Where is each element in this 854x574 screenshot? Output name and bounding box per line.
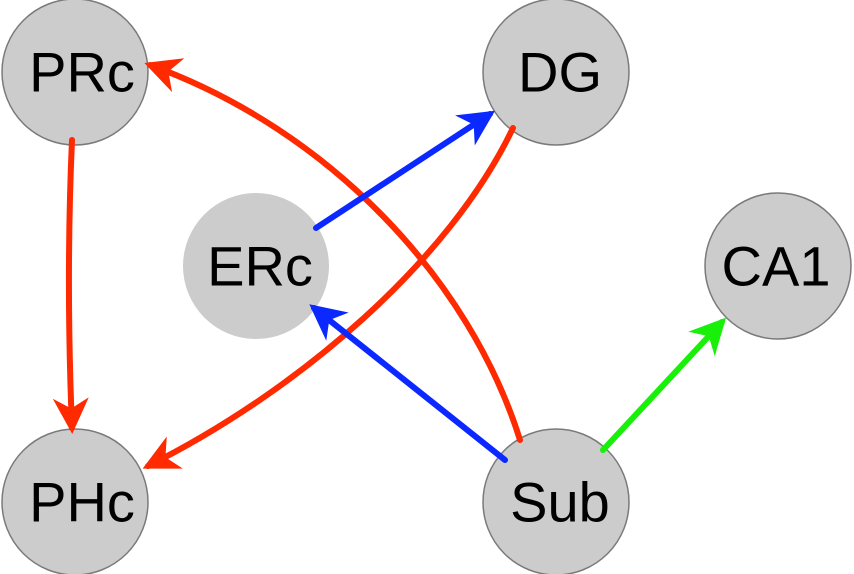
node-prc: PRc — [1, 0, 149, 146]
node-sub-circle — [482, 428, 630, 574]
edge-sub-to-ca1 — [600, 317, 727, 453]
node-erc-circle — [183, 193, 329, 339]
edge-sub-to-prc — [144, 58, 523, 443]
node-dg: DG — [482, 0, 630, 146]
edge-erc-to-dg — [313, 110, 496, 231]
node-erc: ERc — [183, 193, 329, 339]
node-ca1-circle — [704, 192, 852, 340]
edge-sub-to-erc — [309, 304, 508, 463]
node-sub: Sub — [482, 428, 630, 574]
node-dg-label: DG — [518, 41, 602, 104]
node-prc-label: PRc — [29, 41, 135, 104]
node-ca1: CA1 — [704, 192, 852, 340]
node-sub-label: Sub — [510, 471, 610, 534]
node-dg-circle — [482, 0, 630, 146]
node-phc-label: PHc — [29, 471, 135, 534]
node-ca1-label: CA1 — [722, 235, 831, 298]
edge-prc-to-phc — [52, 137, 89, 434]
edge-dg-to-phc — [142, 125, 516, 469]
node-phc: PHc — [1, 428, 149, 574]
node-erc-label: ERc — [207, 235, 313, 298]
